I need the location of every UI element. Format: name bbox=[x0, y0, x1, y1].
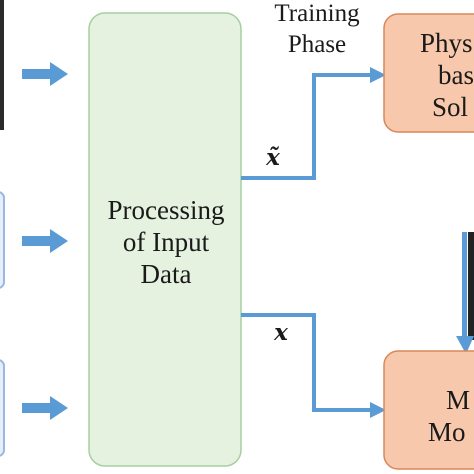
input-arrow-bottom bbox=[22, 396, 68, 420]
solver-label-line-2: bas bbox=[438, 60, 474, 90]
input-panel-top bbox=[0, 0, 4, 130]
input-panel-middle bbox=[0, 191, 5, 289]
model-label-line-1: M bbox=[446, 385, 470, 415]
solver-label-line-1: Phys bbox=[420, 28, 473, 58]
processing-label-line-2: of Input bbox=[123, 227, 210, 257]
solver-block bbox=[383, 13, 474, 133]
input-arrow-top bbox=[22, 62, 68, 86]
edge-label-upper: x̃ bbox=[265, 144, 280, 171]
connector-upper bbox=[241, 67, 386, 180]
model-label-line-2: Mo bbox=[428, 417, 466, 447]
edge-label-lower: x bbox=[273, 319, 288, 346]
model-block bbox=[383, 350, 474, 470]
processing-label-line-3: Data bbox=[141, 259, 192, 289]
connector-lower bbox=[241, 313, 386, 418]
training-phase-label-line-1: Training bbox=[274, 0, 360, 27]
input-arrow-middle bbox=[22, 229, 68, 253]
processing-block bbox=[88, 12, 242, 467]
input-panel-bottom bbox=[0, 359, 5, 457]
processing-label-line-1: Processing bbox=[108, 195, 225, 225]
training-phase-label-line-2: Phase bbox=[288, 31, 346, 58]
solver-label-line-3: Sol bbox=[432, 92, 468, 122]
connector-solver-to-model bbox=[456, 232, 474, 354]
